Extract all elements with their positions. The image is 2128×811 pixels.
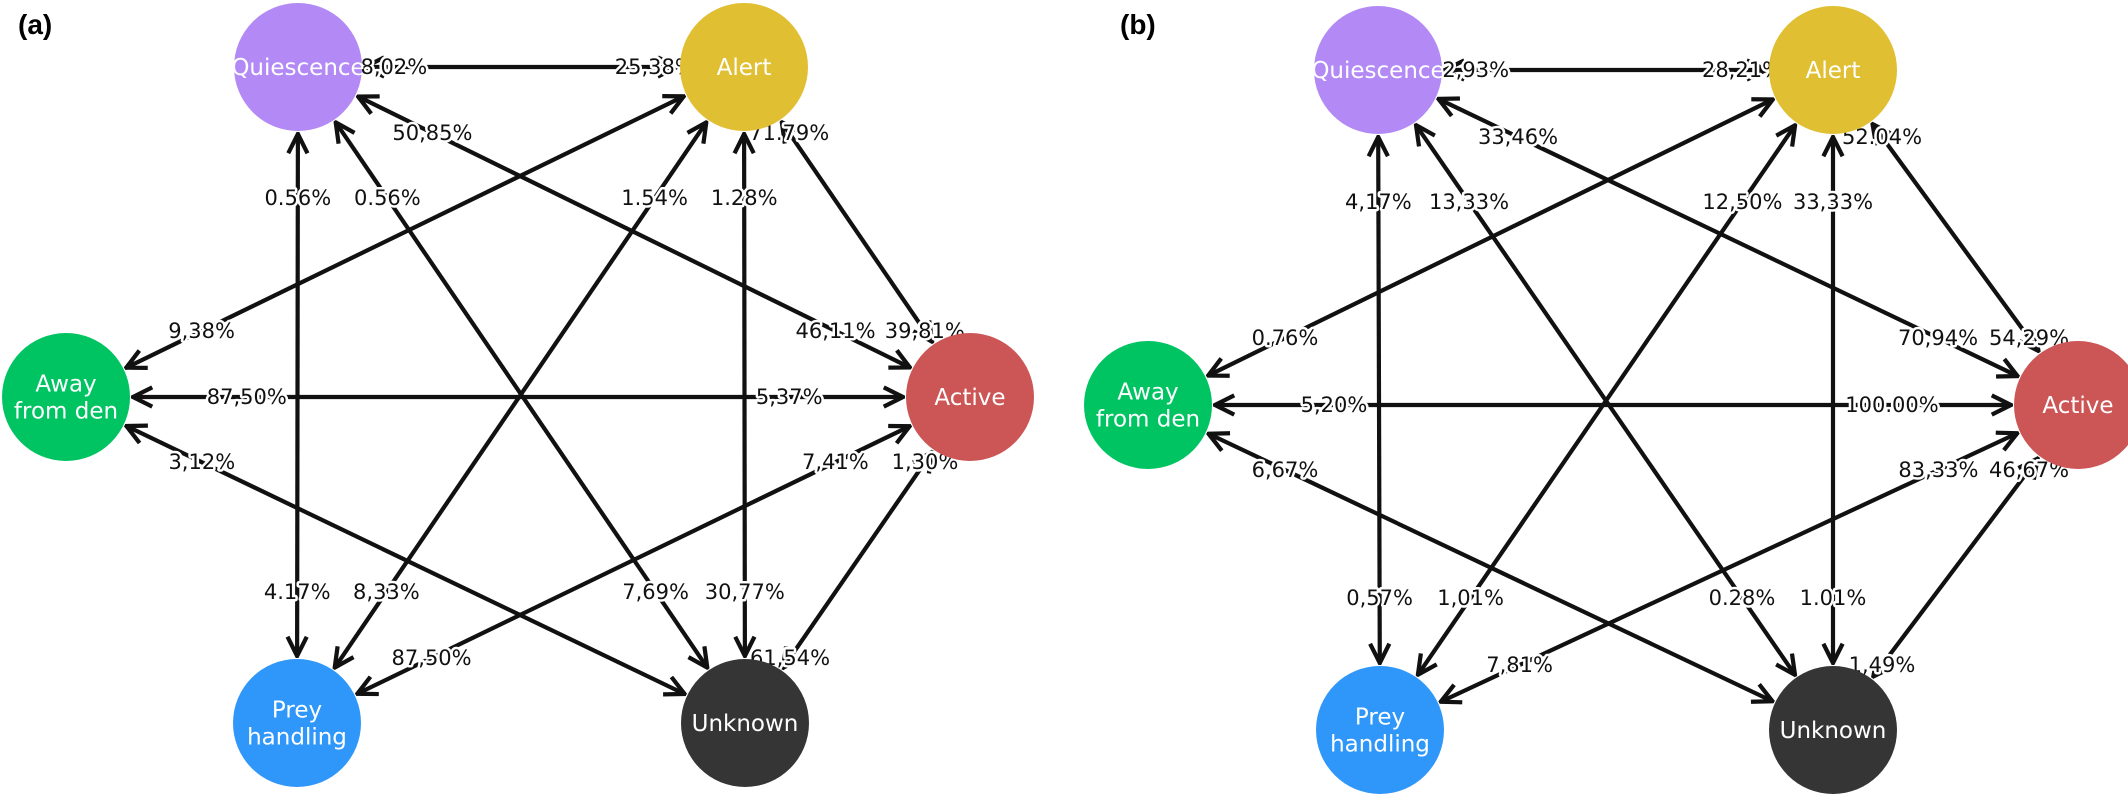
transition-percent-label: 83,33% bbox=[1898, 458, 1978, 482]
state-label: Quiescence bbox=[231, 55, 364, 81]
state-label: from den bbox=[14, 399, 118, 425]
panel-letter: (b) bbox=[1120, 9, 1156, 40]
state-label: handling bbox=[1330, 732, 1430, 758]
state-label: Unknown bbox=[692, 711, 799, 737]
transition-percent-label: 4,17% bbox=[1345, 190, 1412, 214]
state-circle bbox=[1314, 6, 1442, 134]
transition-percent-label: 100.00% bbox=[1845, 393, 1938, 417]
state-circle bbox=[680, 3, 808, 131]
transition-percent-label: 3,12% bbox=[168, 450, 235, 474]
state-node-active: Active bbox=[2014, 341, 2128, 469]
edge-layer bbox=[1208, 70, 2038, 702]
transition-percent-label: 0.76% bbox=[1252, 326, 1319, 350]
state-label: Quiescence bbox=[1311, 58, 1444, 84]
transition-percent-label: 87,50% bbox=[207, 385, 287, 409]
state-label: Alert bbox=[1806, 58, 1861, 84]
state-node-alert: Alert bbox=[680, 3, 808, 131]
transition-percent-label: 61,54% bbox=[750, 646, 830, 670]
transition-percent-label: 1.54% bbox=[621, 186, 688, 210]
transition-percent-label: 33,46% bbox=[1478, 125, 1558, 149]
state-node-unknown: Unknown bbox=[1769, 666, 1897, 794]
panel-letter: (a) bbox=[18, 9, 52, 40]
transition-percent-label: 0,57% bbox=[1346, 586, 1413, 610]
transition-percent-label: 7,41% bbox=[802, 450, 869, 474]
transition-percent-label: 1,30% bbox=[892, 450, 959, 474]
state-circle bbox=[1084, 341, 1212, 469]
transition-percent-label: 5,37% bbox=[756, 385, 823, 409]
edge-label-layer: 42,93%28,21%33,46%70,94%4,17%0,57%13,33%… bbox=[1249, 56, 2071, 680]
state-circle bbox=[2014, 341, 2128, 469]
state-circle bbox=[1316, 666, 1444, 794]
state-circle bbox=[234, 3, 362, 131]
transition-percent-label: 39,81% bbox=[885, 319, 965, 343]
state-label: Unknown bbox=[1780, 718, 1887, 744]
transition-percent-label: 70,94% bbox=[1898, 326, 1978, 350]
transition-percent-label: 9,38% bbox=[168, 319, 235, 343]
state-label: Away bbox=[1117, 380, 1178, 406]
transition-percent-label: 30,77% bbox=[705, 580, 785, 604]
transition-percent-label: 1.28% bbox=[711, 186, 778, 210]
state-node-quiescence: Quiescence bbox=[1311, 6, 1445, 134]
state-node-unknown: Unknown bbox=[681, 659, 809, 787]
transition-percent-label: 50,85% bbox=[392, 121, 472, 145]
transition-percent-label: 4.17% bbox=[264, 580, 331, 604]
edge-layer bbox=[126, 67, 932, 694]
state-label: Alert bbox=[717, 55, 772, 81]
state-circle bbox=[906, 333, 1034, 461]
panel-a: (a)48,02%25,38%50,85%46,11%0.56%4.17%0.5… bbox=[2, 3, 1034, 787]
state-circle bbox=[1769, 6, 1897, 134]
transition-percent-label: 0.56% bbox=[264, 186, 331, 210]
transition-arrow-alert-active bbox=[782, 122, 932, 341]
transition-percent-label: 87,50% bbox=[392, 646, 472, 670]
transition-percent-label: 1,01% bbox=[1437, 586, 1504, 610]
state-node-alert: Alert bbox=[1769, 6, 1897, 134]
state-label: handling bbox=[247, 725, 347, 751]
panel-b: (b)42,93%28,21%33,46%70,94%4,17%0,57%13,… bbox=[1084, 6, 2128, 794]
state-circle bbox=[1769, 666, 1897, 794]
state-label: from den bbox=[1096, 407, 1200, 433]
transition-percent-label: 12,50% bbox=[1702, 190, 1782, 214]
transition-percent-label: 1.01% bbox=[1800, 586, 1867, 610]
state-label: Active bbox=[934, 385, 1005, 411]
state-circle bbox=[681, 659, 809, 787]
transition-percent-label: 7,81% bbox=[1486, 653, 1553, 677]
state-label: Active bbox=[2042, 393, 2113, 419]
transition-percent-label: 33,33% bbox=[1793, 190, 1873, 214]
edge-label-layer: 48,02%25,38%50,85%46,11%0.56%4.17%0.56%7… bbox=[166, 53, 968, 673]
state-node-active: Active bbox=[906, 333, 1034, 461]
state-label: Away bbox=[35, 372, 96, 398]
transition-percent-label: 46,11% bbox=[796, 319, 876, 343]
state-label: Prey bbox=[1355, 705, 1405, 731]
transition-arrow-active-unknown bbox=[1873, 459, 2037, 677]
transition-percent-label: 13,33% bbox=[1429, 190, 1509, 214]
state-circle bbox=[2, 333, 130, 461]
transition-percent-label: 0.28% bbox=[1709, 586, 1776, 610]
transition-percent-label: 8,33% bbox=[353, 580, 420, 604]
transition-percent-label: 0.56% bbox=[354, 186, 421, 210]
transition-arrow-alert-active bbox=[1873, 124, 2039, 351]
transition-percent-label: 5,20% bbox=[1301, 393, 1368, 417]
state-circle bbox=[233, 659, 361, 787]
transition-arrow-active-unknown bbox=[783, 452, 932, 668]
state-label: Prey bbox=[272, 698, 322, 724]
transition-percent-label: 6,67% bbox=[1252, 458, 1319, 482]
state-node-quiescence: Quiescence bbox=[231, 3, 365, 131]
transition-percent-label: 7,69% bbox=[622, 580, 689, 604]
transition-arrow-quiescence-prey bbox=[1378, 137, 1380, 663]
